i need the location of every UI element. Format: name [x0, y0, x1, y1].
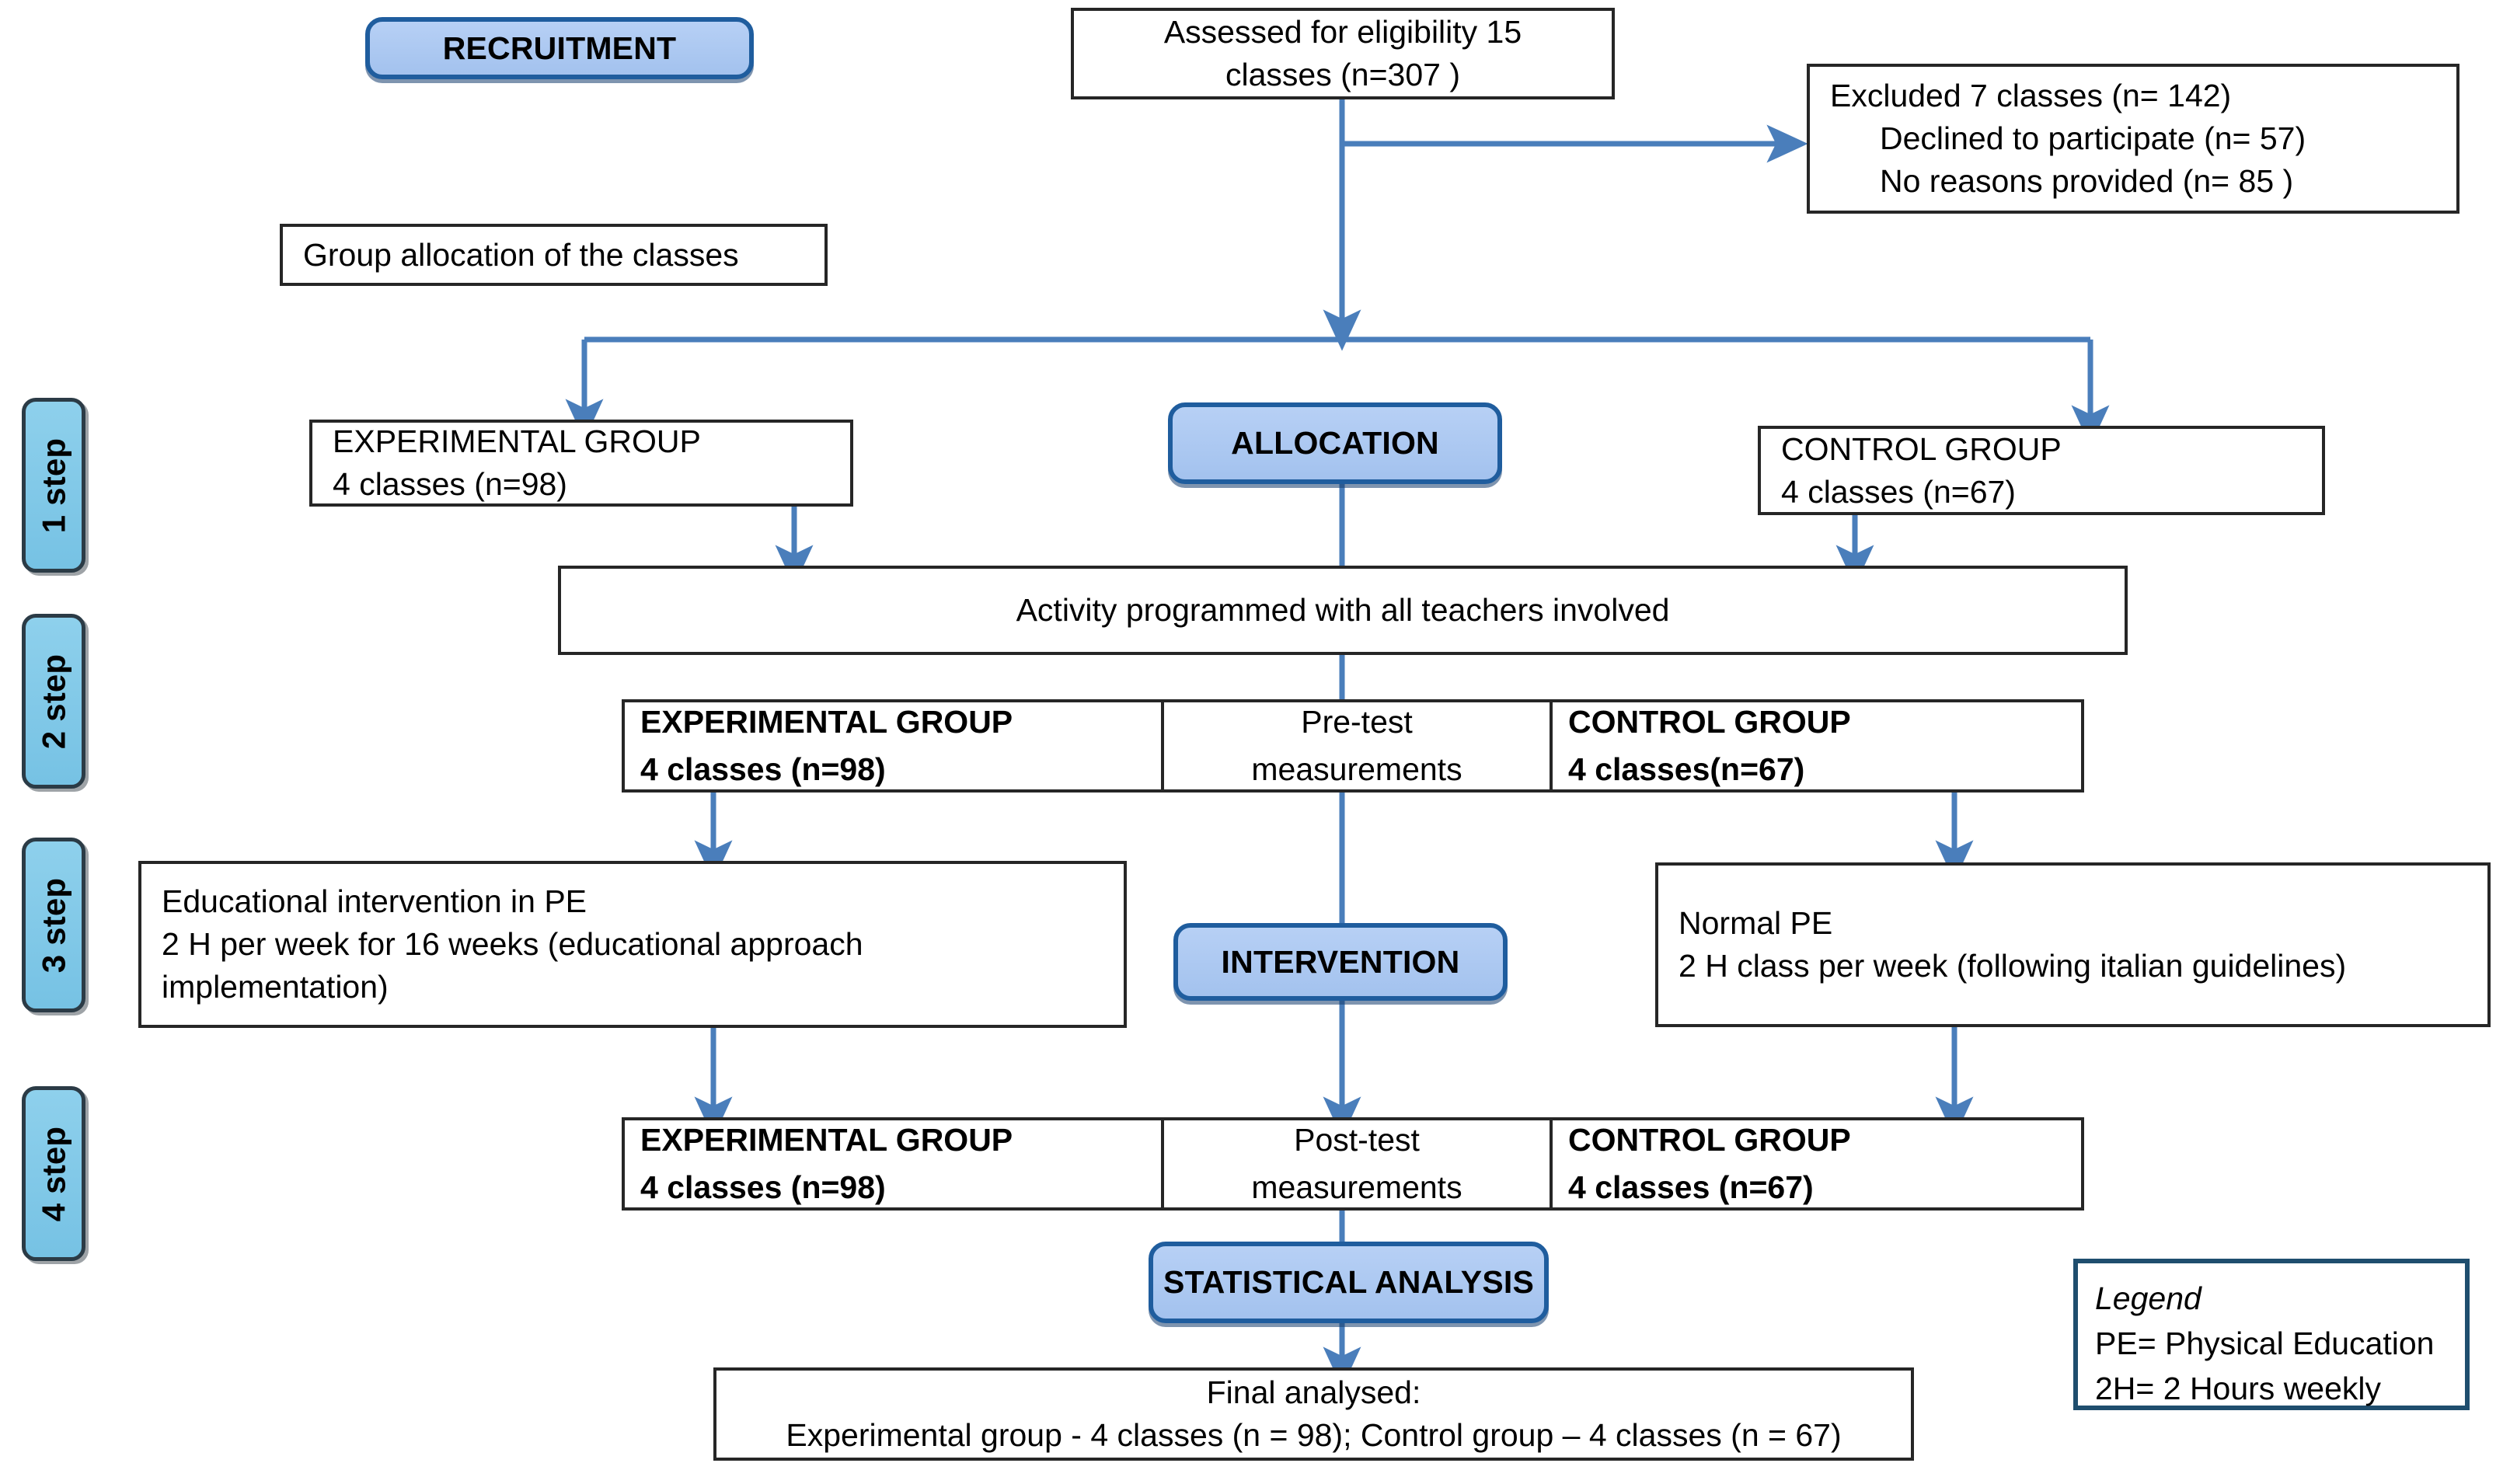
stage-intervention[interactable]: INTERVENTION: [1173, 923, 1508, 1001]
experimental-alloc-line-1: EXPERIMENTAL GROUP: [333, 423, 701, 460]
pretest-measurements-cell: Pre-test measurements: [1161, 702, 1550, 789]
excluded-line-1: Excluded 7 classes (n= 142): [1830, 78, 2232, 114]
pretest-middle-line-1: Pre-test: [1301, 703, 1413, 740]
normal-pe-box: Normal PE 2 H class per week (following …: [1655, 862, 2491, 1027]
pretest-row: EXPERIMENTAL GROUP 4 classes (n=98) Pre-…: [622, 699, 2084, 793]
stage-allocation-label: ALLOCATION: [1231, 425, 1439, 461]
assessed-line-1: Assessed for eligibility 15: [1163, 14, 1522, 51]
assessed-line-2: classes (n=307 ): [1225, 57, 1460, 92]
final-line-2: Experimental group - 4 classes (n = 98);…: [786, 1417, 1842, 1453]
posttest-experimental-line-2: 4 classes (n=98): [640, 1169, 886, 1205]
experimental-group-allocation-box: EXPERIMENTAL GROUP 4 classes (n=98): [309, 420, 853, 507]
control-alloc-line-2: 4 classes (n=67): [1781, 473, 2016, 510]
edu-intervention-line-2: 2 H per week for 16 weeks (educational a…: [162, 926, 863, 963]
stage-statistical-analysis-label: STATISTICAL ANALYSIS: [1163, 1264, 1535, 1300]
posttest-control-line-2: 4 classes (n=67): [1568, 1169, 1814, 1205]
step-4-label: 4 step: [35, 1126, 71, 1221]
legend-title: Legend: [2095, 1280, 2201, 1316]
step-marker-4: 4 step: [22, 1086, 85, 1261]
stage-recruitment[interactable]: RECRUITMENT: [365, 17, 754, 79]
pretest-control-line-1: CONTROL GROUP: [1568, 703, 1851, 740]
control-group-allocation-box: CONTROL GROUP 4 classes (n=67): [1758, 426, 2325, 515]
stage-recruitment-label: RECRUITMENT: [442, 30, 677, 66]
step-marker-2: 2 step: [22, 614, 85, 789]
control-alloc-line-1: CONTROL GROUP: [1781, 430, 2062, 467]
posttest-control-cell: CONTROL GROUP 4 classes (n=67): [1550, 1120, 2081, 1207]
step-marker-3: 3 step: [22, 838, 85, 1012]
activity-programmed-box: Activity programmed with all teachers in…: [558, 566, 2128, 655]
posttest-middle-line-1: Post-test: [1294, 1121, 1420, 1158]
educational-intervention-box: Educational intervention in PE 2 H per w…: [138, 861, 1127, 1028]
excluded-line-2: Declined to participate (n= 57): [1880, 120, 2306, 157]
legend-box: Legend PE= Physical Education 2H= 2 Hour…: [2073, 1259, 2470, 1410]
posttest-row: EXPERIMENTAL GROUP 4 classes (n=98) Post…: [622, 1117, 2084, 1211]
pretest-control-line-2: 4 classes(n=67): [1568, 751, 1805, 787]
step-1-label: 1 step: [35, 437, 71, 533]
stage-statistical-analysis[interactable]: STATISTICAL ANALYSIS: [1149, 1242, 1549, 1323]
pretest-experimental-line-1: EXPERIMENTAL GROUP: [640, 703, 1013, 740]
assessed-for-eligibility-box: Assessed for eligibility 15 classes (n=3…: [1071, 8, 1615, 99]
posttest-control-line-1: CONTROL GROUP: [1568, 1121, 1851, 1158]
group-allocation-line-1: Group allocation of the classes: [303, 236, 739, 273]
pretest-experimental-line-2: 4 classes (n=98): [640, 751, 886, 787]
pretest-control-cell: CONTROL GROUP 4 classes(n=67): [1550, 702, 2081, 789]
posttest-measurements-cell: Post-test measurements: [1161, 1120, 1550, 1207]
legend-line-1: PE= Physical Education: [2095, 1325, 2435, 1362]
activity-line-1: Activity programmed with all teachers in…: [1016, 592, 1670, 629]
legend-line-2: 2H= 2 Hours weekly: [2095, 1371, 2382, 1407]
edu-intervention-line-3: implementation): [162, 968, 389, 1005]
pretest-middle-line-2: measurements: [1251, 751, 1462, 787]
edu-intervention-line-1: Educational intervention in PE: [162, 883, 587, 920]
normal-pe-line-2: 2 H class per week (following italian gu…: [1679, 948, 2347, 984]
final-line-1: Final analysed:: [1206, 1374, 1421, 1411]
stage-intervention-label: INTERVENTION: [1221, 943, 1460, 980]
final-analysed-box: Final analysed: Experimental group - 4 c…: [713, 1367, 1914, 1461]
stage-allocation[interactable]: ALLOCATION: [1168, 402, 1502, 484]
pretest-experimental-cell: EXPERIMENTAL GROUP 4 classes (n=98): [625, 702, 1161, 789]
posttest-experimental-cell: EXPERIMENTAL GROUP 4 classes (n=98): [625, 1120, 1161, 1207]
posttest-experimental-line-1: EXPERIMENTAL GROUP: [640, 1121, 1013, 1158]
excluded-line-3: No reasons provided (n= 85 ): [1880, 162, 2294, 199]
experimental-alloc-line-2: 4 classes (n=98): [333, 466, 567, 502]
excluded-box: Excluded 7 classes (n= 142) Declined to …: [1807, 64, 2459, 214]
posttest-middle-line-2: measurements: [1251, 1169, 1462, 1205]
normal-pe-line-1: Normal PE: [1679, 905, 1833, 942]
group-allocation-box: Group allocation of the classes: [280, 224, 828, 286]
step-3-label: 3 step: [35, 877, 71, 973]
step-marker-1: 1 step: [22, 398, 85, 573]
step-2-label: 2 step: [35, 653, 71, 749]
